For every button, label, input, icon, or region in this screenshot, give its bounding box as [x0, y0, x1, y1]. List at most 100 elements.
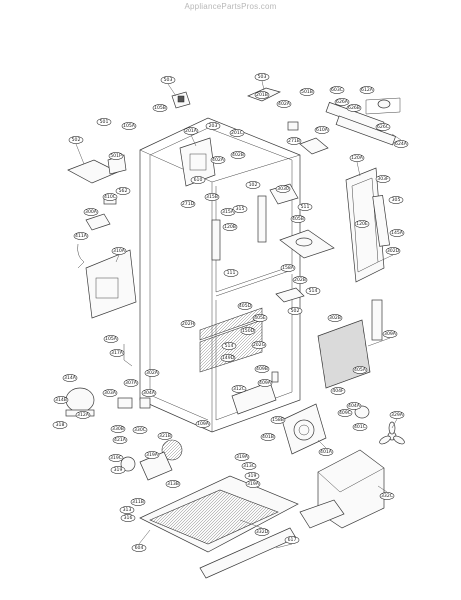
callout-label: 105B	[154, 105, 166, 111]
callout-150d: 150D	[240, 327, 256, 335]
callout-329a: 329A	[389, 411, 405, 419]
callout-label: 316	[124, 515, 133, 521]
callout-label: 402A	[212, 157, 225, 163]
callout-label: 405A	[354, 367, 367, 373]
callout-302a: 302A	[144, 369, 160, 377]
callout-503: 503	[254, 73, 270, 81]
callout-314a: 314A	[62, 374, 78, 382]
callout-label: 501P	[110, 153, 122, 159]
callout-617: 617	[284, 536, 300, 544]
callout-label: 562	[119, 188, 128, 194]
callout-label: 502	[291, 308, 300, 314]
callout-label: 402A	[278, 101, 291, 107]
callout-label: 309A	[384, 331, 397, 337]
callout-label: 329A	[391, 412, 404, 418]
callout-label: 145A	[391, 230, 404, 236]
cabinet	[139, 117, 301, 433]
callout-label: 315	[236, 206, 245, 212]
callout-label: 319A	[146, 452, 159, 458]
callout-501b: 501B	[299, 88, 315, 96]
callout-label: 401B	[262, 434, 274, 440]
callout-label: 313B	[167, 481, 179, 487]
callout-404a: 404A	[346, 402, 362, 410]
callout-302d: 302D	[385, 247, 401, 255]
callout-626a: 626A	[334, 98, 350, 106]
callout-332c: 332C	[379, 492, 395, 500]
callout-319: 319	[244, 472, 260, 480]
callout-label: 332C	[381, 493, 393, 499]
callout-562: 562	[115, 187, 131, 195]
callout-421a: 421A	[112, 436, 128, 444]
callout-label: 503	[164, 77, 173, 83]
callout-303f: 303F	[375, 175, 391, 183]
callout-318: 318	[52, 421, 68, 429]
callout-610: 610	[190, 176, 206, 184]
callout-302b: 302B	[327, 314, 343, 322]
callout-271d: 271D	[180, 200, 196, 208]
callout-label: 612A	[361, 87, 374, 93]
callout-604: 604	[131, 544, 147, 552]
callout-401c: 401C	[352, 423, 368, 431]
callout-label: 158A	[282, 265, 295, 271]
callout-label: 102	[249, 182, 258, 188]
callout-label: 111	[227, 270, 236, 276]
callout-label: 317A	[111, 350, 124, 356]
callout-label: 312A	[77, 412, 90, 418]
callout-271b: 271B	[286, 137, 302, 145]
callout-label: 158B	[272, 417, 284, 423]
callout-label: 303A	[104, 390, 117, 396]
callout-330b: 330B	[110, 425, 126, 433]
callout-label: 305	[392, 197, 401, 203]
callout-label: 319	[248, 473, 257, 479]
callout-label: 271B	[288, 138, 300, 144]
callout-401b: 401B	[260, 433, 276, 441]
callout-label: 319A	[236, 454, 249, 460]
callout-label: 603C	[331, 87, 343, 93]
callout-label: 409C	[339, 410, 351, 416]
callout-label: 401C	[354, 424, 366, 430]
callout-626c: 626C	[375, 123, 391, 131]
callout-label: 610A	[316, 127, 329, 133]
callout-405a: 405A	[352, 366, 368, 374]
callout-label: 501B	[301, 89, 313, 95]
callout-label: 405D	[239, 303, 252, 309]
callout-label: 626A	[336, 99, 349, 105]
callout-label: 201B	[256, 92, 268, 98]
callout-label: 311B	[132, 499, 144, 505]
callout-401a: 401A	[318, 448, 334, 456]
callout-label: 109A	[197, 421, 210, 427]
callout-315: 315	[232, 205, 248, 213]
callout-label: 105A	[105, 336, 118, 342]
callout-330c: 330C	[132, 426, 148, 434]
callout-label: 271D	[182, 201, 195, 207]
callout-303a: 303A	[102, 389, 118, 397]
callout-624a: 624A	[393, 140, 409, 148]
callout-label: 120E	[356, 221, 368, 227]
callout-label: 201C	[231, 130, 243, 136]
callout-145a: 145A	[389, 229, 405, 237]
callout-405b: 405B	[290, 215, 306, 223]
callout-315a: 315A	[220, 208, 236, 216]
callout-314b: 314B	[53, 396, 69, 404]
callout-label: 319C	[110, 455, 122, 461]
callout-label: 330C	[134, 427, 146, 433]
callout-610a: 610A	[314, 126, 330, 134]
callout-label: 404F	[332, 388, 344, 394]
callout-300a: 300A	[83, 208, 99, 216]
callout-312c: 312C	[231, 385, 247, 393]
callout-label: 626C	[377, 124, 389, 130]
callout-202b: 202B	[292, 276, 308, 284]
callout-405d: 405D	[237, 302, 253, 310]
callout-313: 313	[119, 506, 135, 514]
callout-105a: 105A	[121, 122, 137, 130]
callout-120a: 120A	[349, 154, 365, 162]
callout-label: 332D	[256, 529, 269, 535]
callout-label: 313C	[243, 463, 255, 469]
callout-316: 316	[120, 514, 136, 522]
callout-105a: 105A	[103, 335, 119, 343]
callout-label: 617	[288, 537, 297, 543]
callout-label: 626B	[348, 105, 360, 111]
callout-label: 421A	[114, 437, 127, 443]
callout-102: 102	[245, 181, 261, 189]
callout-label: 302D	[387, 248, 400, 254]
